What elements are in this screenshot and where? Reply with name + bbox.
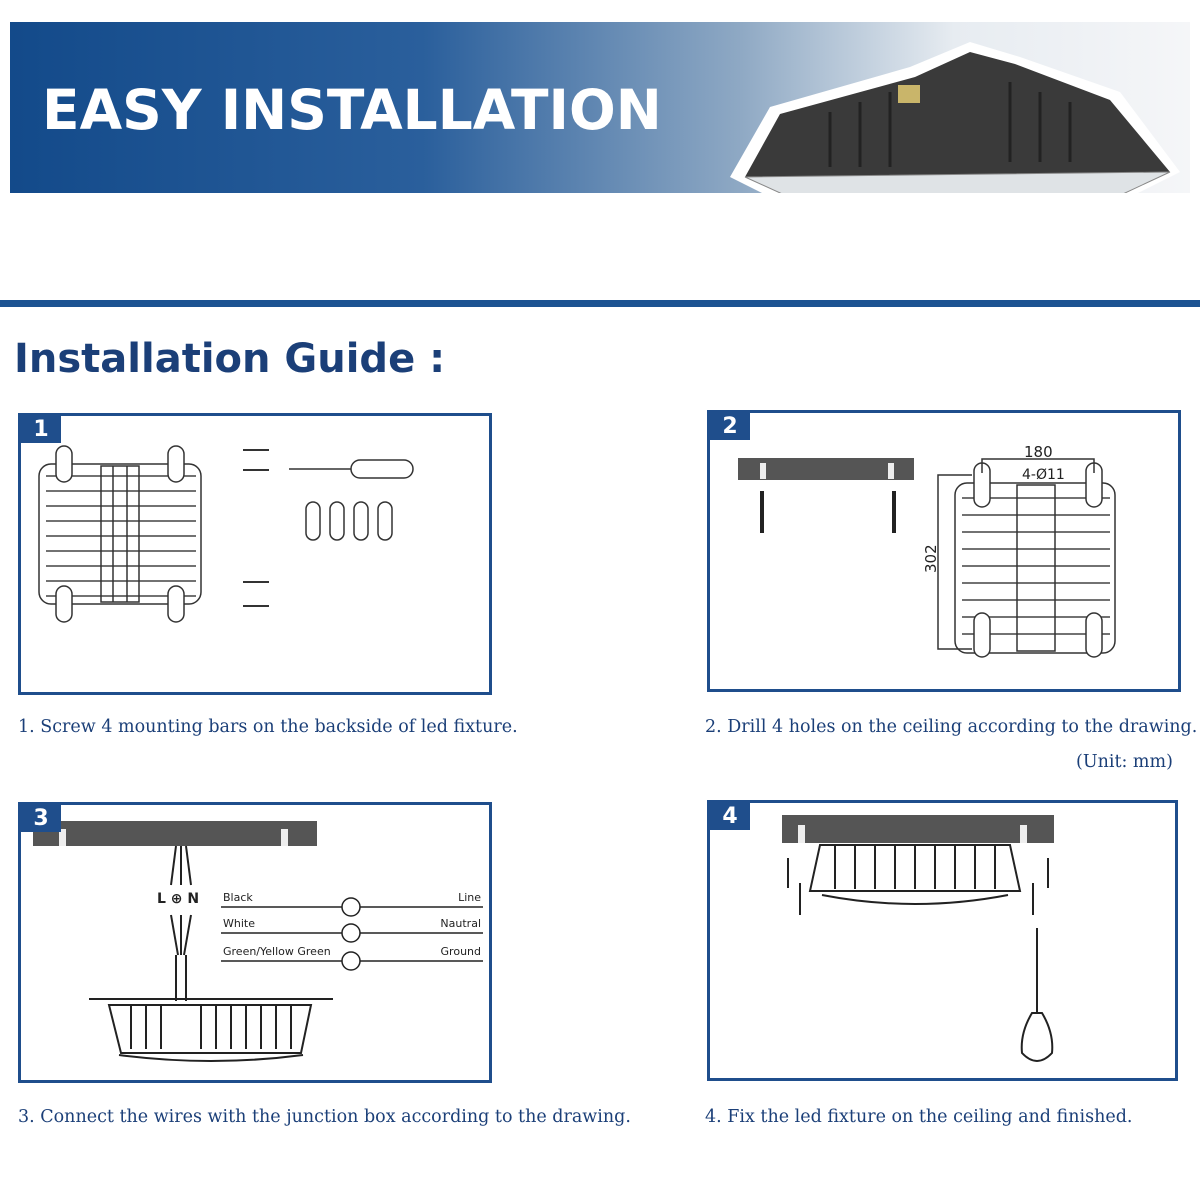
wire-function: Ground (441, 945, 481, 958)
step-1-panel: 1 (18, 413, 492, 695)
terminal-labels: L ⊕ N (157, 891, 199, 907)
step-1-diagram (38, 445, 414, 623)
dim-width: 180 (1024, 443, 1053, 461)
step-3-caption: 3. Connect the wires with the junction b… (18, 1107, 631, 1127)
step-4-panel: 4 (707, 800, 1178, 1081)
step-2-caption: 2. Drill 4 holes on the ceiling accordin… (705, 717, 1198, 737)
step-number-badge: 3 (21, 805, 61, 832)
canopy-light-photo (730, 42, 1180, 193)
step-4-caption: 4. Fix the led fixture on the ceiling an… (705, 1107, 1133, 1127)
wire-function: Line (458, 891, 481, 904)
banner-title: EASY INSTALLATION (42, 78, 662, 142)
step-3-diagram: L ⊕ N Black Line White Nautral Green/Yel… (33, 821, 483, 1062)
step-2-diagram: 180 4-Ø11 302 (738, 443, 1116, 658)
wire-color: Black (223, 891, 253, 904)
step-number-badge: 4 (710, 803, 750, 830)
dim-holes: 4-Ø11 (1022, 467, 1065, 483)
step-1-caption: 1. Screw 4 mounting bars on the backside… (18, 717, 518, 737)
step-number-badge: 1 (21, 416, 61, 443)
step-number-badge: 2 (710, 413, 750, 440)
divider (0, 300, 1200, 307)
wire-color: White (223, 917, 255, 930)
header-banner (10, 22, 1190, 193)
step-3-panel: L ⊕ N Black Line White Nautral Green/Yel… (18, 802, 492, 1083)
step-4-diagram (782, 815, 1054, 1062)
dim-height: 302 (922, 544, 940, 573)
unit-note: (Unit: mm) (1076, 752, 1173, 772)
wire-function: Nautral (440, 917, 481, 930)
step-2-panel: 180 4-Ø11 302 2 (707, 410, 1181, 692)
guide-title: Installation Guide : (14, 336, 446, 382)
wire-color: Green/Yellow Green (223, 945, 331, 958)
